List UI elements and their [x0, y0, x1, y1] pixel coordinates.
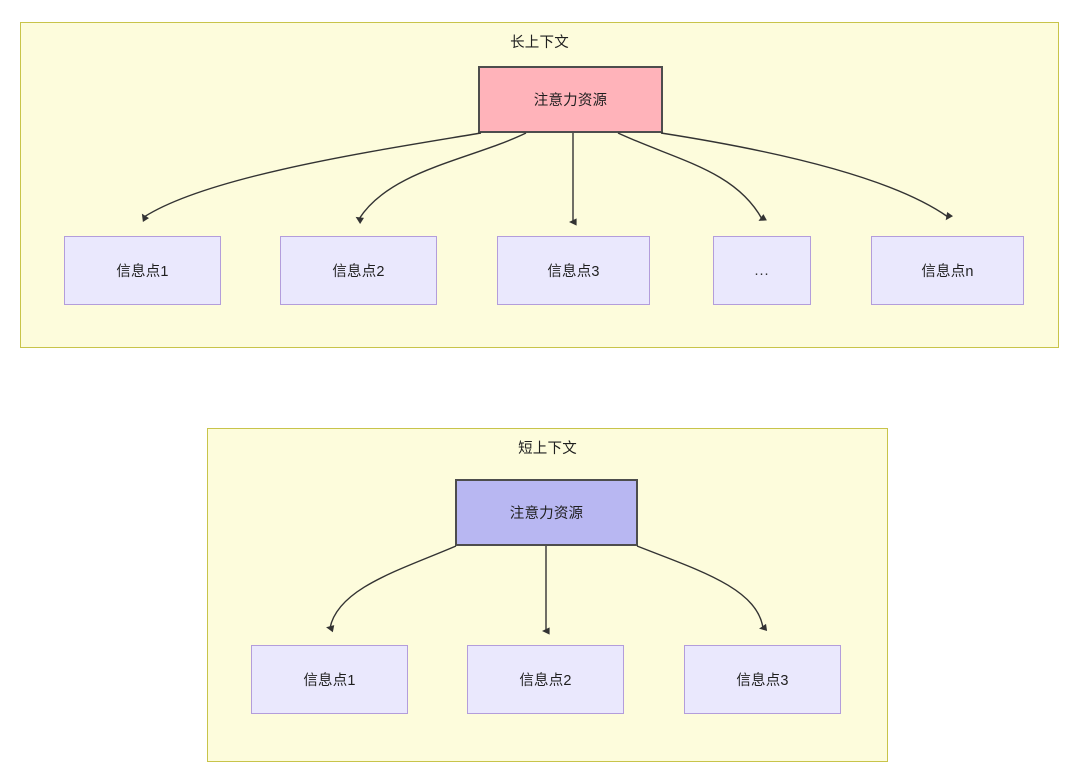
attention-resource-node-short[interactable]: 注意力资源: [455, 479, 638, 546]
info-node-long-1-label: 信息点1: [116, 264, 169, 280]
info-node-long-1[interactable]: 信息点1: [64, 236, 221, 305]
info-node-short-1-label: 信息点1: [303, 673, 356, 689]
group-short-context-title: 短上下文: [518, 441, 577, 457]
info-node-short-2-label: 信息点2: [519, 673, 572, 689]
info-node-long-2[interactable]: 信息点2: [280, 236, 437, 305]
info-node-long-2-label: 信息点2: [332, 264, 385, 280]
info-node-long-n[interactable]: 信息点n: [871, 236, 1024, 305]
info-node-short-1[interactable]: 信息点1: [251, 645, 408, 714]
info-node-short-3-label: 信息点3: [736, 673, 789, 689]
attention-resource-label-long: 注意力资源: [533, 93, 608, 109]
group-long-context-title: 长上下文: [510, 35, 569, 51]
info-node-long-ellipsis-label: ...: [754, 262, 770, 279]
attention-resource-label-short: 注意力资源: [509, 506, 584, 522]
attention-resource-node-long[interactable]: 注意力资源: [478, 66, 663, 133]
info-node-long-ellipsis[interactable]: ...: [713, 236, 811, 305]
info-node-short-3[interactable]: 信息点3: [684, 645, 841, 714]
info-node-long-3[interactable]: 信息点3: [497, 236, 650, 305]
info-node-short-2[interactable]: 信息点2: [467, 645, 624, 714]
info-node-long-3-label: 信息点3: [547, 264, 600, 280]
info-node-long-n-label: 信息点n: [921, 264, 974, 280]
